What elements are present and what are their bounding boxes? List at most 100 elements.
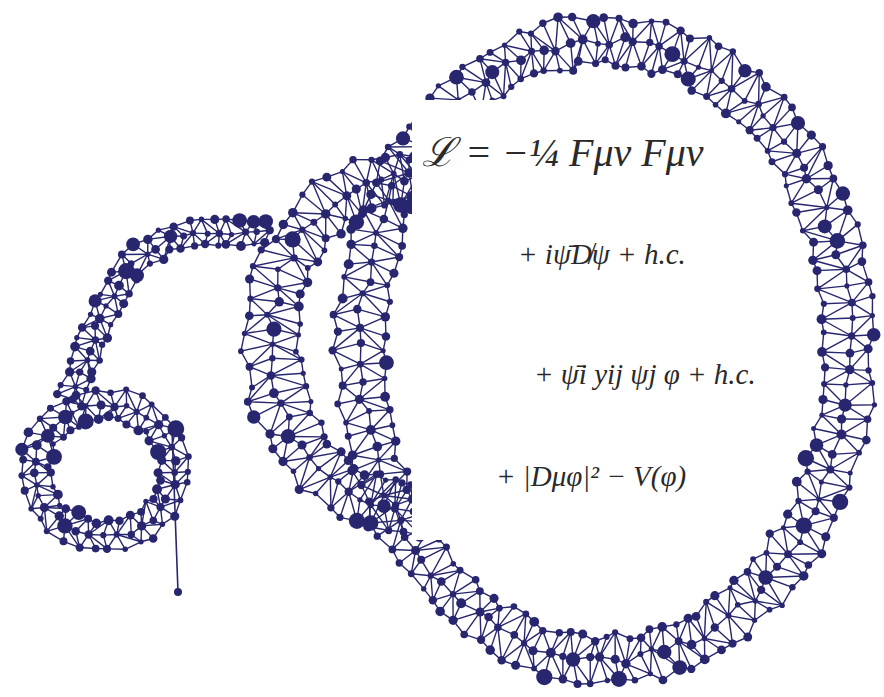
mesh-node (357, 339, 365, 347)
mesh-node (605, 41, 613, 49)
mesh-link (698, 38, 709, 67)
mesh-node (802, 174, 811, 183)
mesh-link (245, 334, 273, 345)
mesh-node (846, 484, 852, 490)
mesh-node (750, 556, 756, 562)
mesh-link (381, 180, 384, 205)
mesh-node (797, 539, 803, 545)
mesh-node (460, 631, 468, 639)
mesh-node (374, 533, 381, 540)
mesh-node (385, 144, 392, 151)
mesh-node (837, 414, 846, 423)
mesh-node (648, 671, 653, 676)
mesh-node (517, 76, 524, 83)
mesh-link (363, 285, 387, 293)
mesh-node (674, 70, 682, 78)
mesh-link (846, 383, 872, 385)
mesh-link (376, 233, 402, 246)
mesh-node (819, 143, 826, 150)
mesh-node (437, 577, 446, 586)
mesh-link (872, 383, 874, 405)
mesh-node (443, 544, 450, 551)
mesh-node (637, 651, 643, 657)
mesh-link (732, 51, 733, 88)
mesh-node (700, 654, 710, 664)
mesh-node (360, 290, 366, 296)
mesh-node (744, 568, 752, 576)
mesh-link (822, 319, 852, 336)
mesh-node (559, 653, 566, 660)
mesh-node (485, 645, 495, 655)
mesh-link (824, 383, 846, 385)
mesh-link (330, 477, 332, 508)
mesh-node (382, 332, 390, 340)
mesh-node (655, 42, 662, 49)
mesh-node (752, 618, 757, 623)
mesh-node (781, 139, 787, 145)
mesh-node (395, 253, 403, 261)
mesh-link (504, 62, 506, 96)
mesh-node (381, 312, 390, 321)
mesh-node (341, 274, 347, 280)
mesh-node (343, 420, 349, 426)
mesh-node (366, 408, 372, 414)
mesh-node (845, 349, 854, 358)
mesh-node (779, 603, 784, 608)
mesh-node (397, 517, 404, 524)
mesh-node (328, 346, 336, 354)
mesh-node (649, 18, 655, 24)
mesh-node (566, 38, 576, 48)
mesh-node (865, 367, 871, 373)
mesh-node (791, 116, 805, 130)
mesh-node (862, 436, 871, 445)
mesh-node (586, 14, 600, 28)
mesh-node (605, 678, 610, 683)
mesh-node (702, 636, 708, 642)
mesh-node (482, 78, 491, 87)
mesh-node (521, 640, 527, 646)
mesh-node (396, 559, 403, 566)
mesh-node (345, 433, 352, 440)
mesh-link (555, 17, 558, 51)
mesh-node (743, 633, 752, 642)
mesh-node (632, 677, 639, 684)
mesh-node (828, 450, 837, 459)
mesh-node (692, 612, 701, 621)
mesh-node (386, 406, 394, 414)
mesh-link (126, 390, 137, 412)
mesh-link (249, 344, 272, 367)
mesh-node (646, 625, 654, 633)
mesh-node (578, 35, 588, 45)
mesh-node (768, 158, 775, 165)
mesh-node (713, 102, 719, 108)
mesh-link (773, 97, 784, 128)
mesh-node (595, 652, 604, 661)
mesh-node (359, 378, 366, 385)
mesh-node (687, 86, 696, 95)
mesh-node (363, 515, 379, 531)
mesh-node (357, 361, 364, 368)
mesh-node (367, 278, 375, 286)
mesh-node (489, 594, 498, 603)
mesh-link (704, 602, 706, 639)
mesh-node (761, 82, 771, 92)
mesh-node (408, 570, 415, 577)
mesh-link (818, 286, 847, 289)
mesh-node (728, 85, 736, 93)
mesh-node (675, 637, 683, 645)
mesh-node (380, 215, 389, 224)
mesh-node (557, 68, 563, 74)
mesh-node (816, 497, 821, 502)
mesh-node (459, 64, 465, 70)
mesh-node (628, 38, 636, 46)
mesh-node (709, 68, 714, 73)
mesh-node (810, 438, 824, 452)
mesh-node (539, 46, 549, 56)
mesh-node (411, 546, 420, 555)
mesh-node (764, 550, 770, 556)
mesh-node (719, 78, 725, 84)
mesh-node (528, 30, 534, 36)
mesh-node (788, 104, 796, 112)
mesh-link (754, 601, 756, 620)
mesh-node (611, 62, 619, 70)
